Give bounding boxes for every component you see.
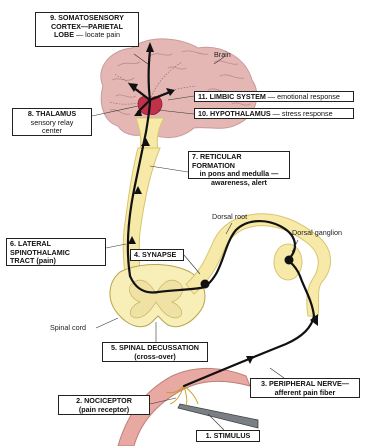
limbic-title: 11. LIMBIC SYSTEM: [198, 92, 266, 101]
synapse-dot: [201, 280, 210, 289]
thalamus-desc2: center: [16, 127, 88, 136]
label-somatosensory-cortex: 9. SOMATOSENSORY CORTEX—PARIETAL LOBE — …: [35, 12, 139, 47]
hypothalamus-title: 10. HYPOTHALAMUS: [198, 109, 271, 118]
spinothalamic-desc: (pain): [34, 256, 56, 265]
brain-label: Brain: [214, 50, 231, 59]
synapse-title: 4. SYNAPSE: [134, 250, 176, 259]
nociceptor-desc: (pain receptor): [62, 406, 146, 415]
limbic-desc: — emotional response: [266, 92, 340, 101]
label-thalamus: 8. THALAMUS sensory relay center: [12, 108, 92, 136]
peripheral-desc: afferent pain fiber: [254, 389, 356, 398]
label-nociceptor: 2. NOCICEPTOR (pain receptor): [58, 395, 150, 415]
label-stimulus: 1. STIMULUS: [196, 430, 260, 442]
label-hypothalamus: 10. HYPOTHALAMUS — stress response: [194, 108, 354, 119]
hypothalamus-desc: — stress response: [271, 109, 333, 118]
label-reticular-formation: 7. RETICULAR FORMATION in pons and medul…: [188, 151, 290, 179]
stimulus-title: 1. STIMULUS: [206, 431, 251, 440]
dorsal-root-label: Dorsal root: [212, 212, 247, 221]
label-limbic-system: 11. LIMBIC SYSTEM — emotional response: [194, 91, 354, 102]
reticular-desc2: awareness, alert: [192, 179, 286, 188]
dorsal-ganglion-label: Dorsal ganglion: [292, 228, 342, 237]
reticular-title: 7. RETICULAR FORMATION: [192, 153, 286, 170]
spinal-cord-label: Spinal cord: [50, 323, 86, 332]
label-spinal-decussation: 5. SPINAL DECUSSATION (cross-over): [102, 342, 208, 362]
dorsal-ganglion-dot: [285, 256, 294, 265]
brain: [101, 39, 257, 138]
label-spinothalamic-tract: 6. LATERAL SPINOTHALAMIC TRACT (pain): [6, 238, 106, 266]
label-peripheral-nerve: 3. PERIPHERAL NERVE— afferent pain fiber: [250, 378, 360, 398]
decussation-desc: (cross-over): [106, 353, 204, 362]
spinothalamic-line3: TRACT: [10, 256, 34, 265]
somatosensory-desc: — locate pain: [74, 30, 120, 39]
label-synapse: 4. SYNAPSE: [130, 249, 184, 261]
somatosensory-line3: LOBE: [54, 30, 74, 39]
